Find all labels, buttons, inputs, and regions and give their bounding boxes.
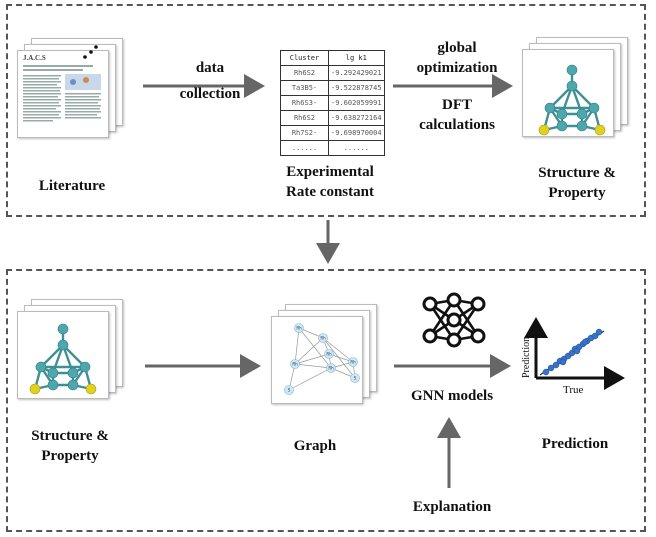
scatter-point — [547, 364, 555, 372]
graph-node-label: Rh — [320, 336, 326, 341]
prediction-plot-icon: Prediction True — [521, 317, 625, 396]
prediction-label: Prediction — [541, 436, 609, 452]
scatter-point — [581, 338, 589, 346]
explanation-label: Explanation — [412, 499, 492, 515]
graph-node-label: Rh — [326, 352, 332, 357]
graph-node-label: S — [354, 376, 357, 381]
graph-node-label: Rh — [328, 366, 334, 371]
structure-property-label-top: Structure & Property — [538, 165, 616, 202]
scatter-point — [591, 332, 599, 340]
cluster-icon-top — [538, 64, 606, 136]
document-text-lines — [23, 65, 101, 122]
document-header: J.A.C.S — [23, 54, 46, 62]
cluster-icon-bottom — [29, 323, 97, 395]
dft-calculations-label: DFT calculations — [419, 97, 495, 134]
rate-constant-table: Cluster lg k1 Rh6S2-9.292429021 Ta3B5--9… — [280, 50, 385, 156]
graph-node-label: Rh — [296, 326, 302, 331]
scatter-point — [595, 328, 603, 336]
neural-network-icon — [422, 292, 486, 348]
structure-property-label-bottom: Structure & Property — [31, 428, 109, 465]
scatter-point — [573, 347, 581, 355]
literature-label: Literature — [38, 178, 106, 194]
prediction-axis-y-label: Prediction — [521, 337, 532, 378]
prediction-axis-x-label: True — [563, 384, 583, 396]
bottom-panel — [6, 269, 646, 532]
scatter-point — [542, 368, 550, 376]
table-row: Rh6S3--9.602059991 — [280, 95, 385, 111]
table-row: Rh6S2-9.292429021 — [280, 65, 385, 81]
global-optimization-label: global optimization — [416, 40, 498, 77]
molecular-graph: Rh Rh Rh Rh Rh Rh S S — [284, 323, 360, 395]
gnn-models-label: GNN models — [410, 388, 494, 404]
graph-node-label: Rh — [350, 360, 356, 365]
data-collection-label: data collection — [179, 60, 241, 103]
top-panel — [6, 4, 646, 217]
scatter-point — [559, 358, 567, 366]
graph-label: Graph — [293, 438, 337, 454]
scatter-point — [552, 361, 560, 369]
table-row: ............ — [280, 140, 385, 156]
graph-node-label: Rh — [292, 362, 298, 367]
experimental-rate-label: Experimental Rate constant — [286, 164, 374, 201]
graph-node-label: S — [288, 388, 291, 393]
